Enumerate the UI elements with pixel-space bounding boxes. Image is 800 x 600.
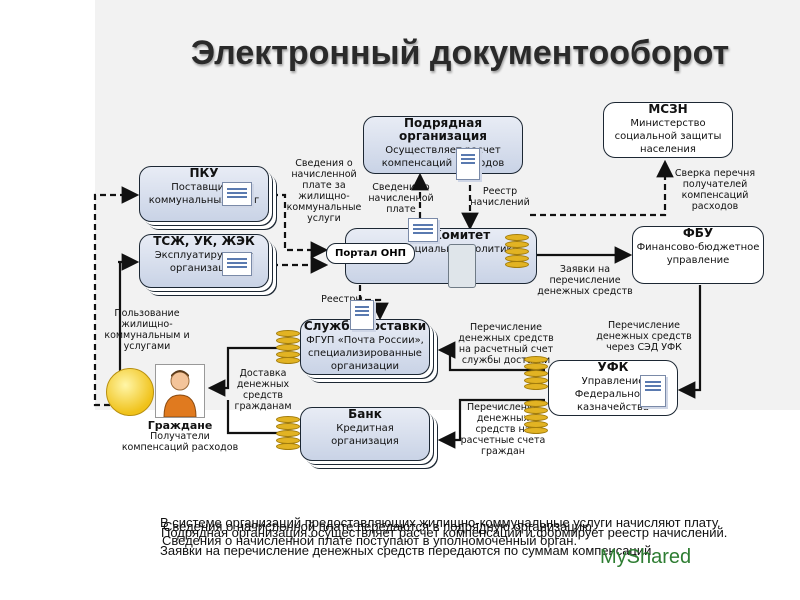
- document-icon: [222, 252, 252, 276]
- node-fbu-desc: Финансово-бюджетное управление: [636, 242, 760, 266]
- arrow-ufk-to-sluzhba: [437, 341, 545, 372]
- label-perech-sed: Перечисление денежных средств через СЭД …: [596, 320, 692, 353]
- node-portal-onp: Портал ОНП: [326, 243, 415, 264]
- node-bank: Банк Кредитная организация: [300, 407, 430, 461]
- label-polzovanie: Пользование жилищно-коммунальным и услуг…: [104, 308, 190, 352]
- node-pku-title: ПКУ: [189, 166, 219, 180]
- document-icon: [350, 300, 374, 330]
- caption-line: Сведения о начисленной плате передаются …: [163, 519, 596, 534]
- document-icon: [408, 218, 438, 242]
- node-mszn-desc: Министерство социальной защиты населения: [614, 118, 722, 155]
- node-podryadnaya-title: Подрядная организация: [399, 116, 487, 143]
- coins-icon: [276, 416, 300, 450]
- document-icon: [222, 182, 252, 206]
- label-reestr-nachisl: Реестр начислений: [470, 186, 530, 208]
- caption-line: Сведения о начисленной плате поступают в…: [162, 533, 578, 548]
- node-ufk-title: УФК: [597, 360, 629, 374]
- arrow-ufk-to-bank: [437, 398, 545, 449]
- node-podryadnaya: Подрядная организация Осуществляет расче…: [363, 116, 523, 174]
- coins-icon: [524, 356, 548, 390]
- label-reestry: Реестры: [321, 294, 363, 305]
- node-bank-title: Банк: [348, 407, 382, 421]
- node-tszh-title: ТСЖ, УК, ЖЭК: [153, 234, 255, 248]
- node-grazhdane-desc: Получатели компенсаций расходов: [121, 431, 239, 453]
- node-mszn-title: МСЗН: [648, 102, 688, 116]
- node-mszn: МСЗН Министерство социальной защиты насе…: [603, 102, 733, 158]
- node-bank-desc: Кредитная организация: [331, 423, 399, 447]
- dash-pku-to-portal: [272, 193, 329, 259]
- arrow-sluzhba-to-citizens: [207, 346, 295, 397]
- dash-citizens-to-pku: [93, 186, 140, 407]
- person-icon: [155, 364, 205, 418]
- label-svedenia-plate: Сведения о начисленной плате: [368, 182, 434, 215]
- document-icon: [456, 148, 480, 180]
- label-perech-grazhdan: Перечисление денежных средств на расчетн…: [460, 402, 546, 457]
- node-komitet-title: Комитет: [431, 228, 491, 242]
- label-zayavki: Заявки на перечисление денежных средств: [537, 264, 633, 297]
- node-fbu: ФБУ Финансово-бюджетное управление: [632, 226, 764, 284]
- calculator-icon: [448, 244, 476, 288]
- caption-line: В системе организаций предоставляющих жи…: [160, 515, 721, 530]
- node-sluzhba-desc: ФГУП «Почта России», специализированные …: [306, 335, 424, 372]
- arrow-fbu-to-ufk: [677, 285, 702, 399]
- caption-line: Подрядная организация осуществляет расче…: [161, 525, 728, 540]
- label-svedenia-nachisl: Сведения о начисленной плате за жилищно-…: [286, 158, 362, 224]
- node-grazhdane: Граждане Получатели компенсаций расходов: [120, 420, 240, 453]
- page-title: Электронный документооборот: [190, 34, 730, 72]
- myshared-logo: MyShared: [600, 546, 692, 568]
- caption-line: Заявки на перечисление денежных средств …: [160, 543, 656, 558]
- coins-icon: [276, 330, 300, 364]
- document-icon: [640, 375, 666, 407]
- node-ufk-desc: Управление Федерального казначейства: [574, 376, 652, 413]
- node-tszh: ТСЖ, УК, ЖЭК Эксплуатирующие организации: [139, 234, 269, 288]
- node-tszh-desc: Эксплуатирующие организации: [154, 250, 254, 274]
- label-sverka: Сверка перечня получателей компенсаций р…: [674, 168, 756, 212]
- coins-icon: [505, 234, 529, 268]
- arrow-bank-to-citizens: [226, 400, 295, 435]
- node-podryadnaya-desc: Осуществляет расчет компенсаций расходов: [381, 145, 505, 169]
- label-perech-sluzhba: Перечисление денежных средств на расчетн…: [458, 322, 554, 366]
- lightbulb-icon: [106, 368, 154, 416]
- coins-icon: [524, 400, 548, 434]
- node-fbu-title: ФБУ: [682, 226, 714, 240]
- dash-komitet-to-mszn: [530, 159, 674, 217]
- label-dostavka: Доставка денежных средств гражданам: [234, 368, 292, 412]
- node-pku-desc: Поставщики коммунальных услуг: [148, 182, 260, 206]
- node-grazhdane-title: Граждане: [147, 419, 213, 432]
